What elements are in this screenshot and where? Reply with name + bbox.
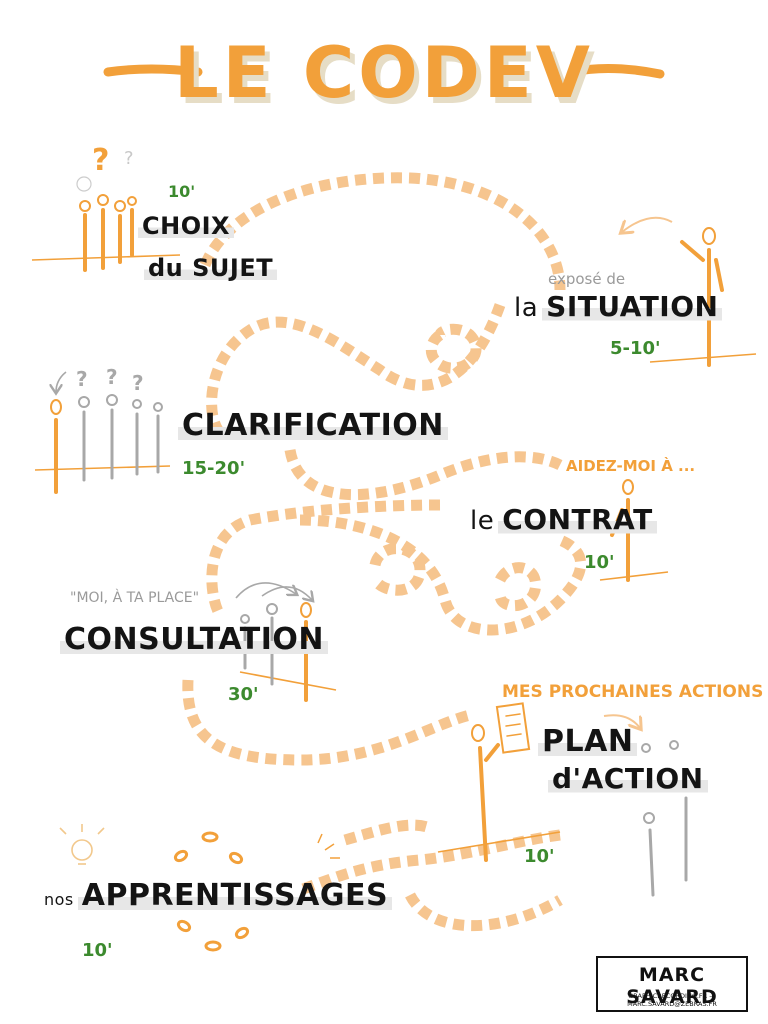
time-contrat: 10' bbox=[584, 552, 615, 573]
step-apprentissages-label: APPRENTISSAGES bbox=[77, 878, 393, 913]
step-contrat-prefix: le bbox=[470, 506, 495, 536]
people-clarification bbox=[50, 394, 163, 494]
people-choix bbox=[79, 194, 137, 272]
svg-text:?: ? bbox=[132, 371, 144, 395]
step-situation-label: SITUATION bbox=[542, 290, 723, 323]
arrow-icon bbox=[56, 371, 67, 392]
step-contrat-label: CONTRAT bbox=[498, 503, 657, 536]
step-plan-line1: PLAN bbox=[538, 724, 638, 759]
time-situation: 5-10' bbox=[610, 338, 661, 359]
step-choix-label-2: du SUJET bbox=[144, 254, 278, 282]
arrow-icon bbox=[235, 582, 296, 599]
time-apprentissages: 10' bbox=[82, 940, 113, 961]
time-choix: 10' bbox=[168, 182, 196, 201]
author-contact: GRAPHICRECORDING.FR — MARC.SAVARD@ZEBRAS… bbox=[627, 992, 717, 1008]
step-plan-line2: d'ACTION bbox=[548, 762, 708, 795]
step-consultation-label: CONSULTATION bbox=[60, 622, 329, 657]
question-mark-icon: ? bbox=[92, 143, 109, 178]
page-title: LE CODEV bbox=[174, 32, 594, 114]
title-dash-right bbox=[567, 63, 665, 79]
step-clarification: CLARIFICATION bbox=[178, 408, 448, 443]
time-clarification: 15-20' bbox=[182, 458, 246, 479]
time-consultation: 30' bbox=[228, 684, 259, 705]
step-situation-prefix: la bbox=[514, 293, 539, 323]
note-plan: MES PROCHAINES ACTIONS bbox=[502, 682, 764, 702]
step-plan-label-1: PLAN bbox=[538, 724, 638, 759]
step-choix-line1: CHOIX bbox=[138, 212, 235, 240]
time-plan: 10' bbox=[524, 846, 555, 867]
idea-sparks bbox=[173, 831, 250, 952]
svg-text:?: ? bbox=[106, 365, 118, 389]
question-marks: ??? bbox=[76, 365, 144, 395]
note-consultation: "MOI, À TA PLACE" bbox=[70, 590, 200, 606]
thought-doodle-icon bbox=[76, 176, 92, 192]
lightbulb-icon bbox=[59, 824, 105, 865]
step-choix-label-1: CHOIX bbox=[138, 212, 235, 240]
step-choix-line2: du SUJET bbox=[144, 254, 278, 282]
step-consultation: CONSULTATION bbox=[60, 622, 329, 657]
arrow-icon bbox=[622, 216, 673, 232]
question-mark-icon: ? bbox=[124, 148, 134, 169]
arrow-icon bbox=[261, 586, 312, 600]
step-plan-label-2: d'ACTION bbox=[548, 762, 708, 795]
title-dash-left bbox=[103, 64, 203, 77]
author-signature-box: MARC SAVARD GRAPHICRECORDING.FR — MARC.S… bbox=[596, 956, 748, 1012]
arrow-icon bbox=[603, 714, 640, 728]
person-with-checklist bbox=[471, 702, 531, 862]
spark-lines bbox=[317, 833, 340, 859]
svg-text:?: ? bbox=[76, 367, 88, 391]
step-apprentissages-prefix: nos bbox=[44, 890, 74, 909]
note-contrat: AIDEZ-MOI À ... bbox=[566, 457, 696, 475]
step-clarification-label: CLARIFICATION bbox=[178, 408, 448, 443]
author-name: MARC SAVARD bbox=[626, 964, 718, 1008]
note-situation: exposé de bbox=[548, 270, 626, 288]
checklist-icon bbox=[495, 702, 531, 754]
